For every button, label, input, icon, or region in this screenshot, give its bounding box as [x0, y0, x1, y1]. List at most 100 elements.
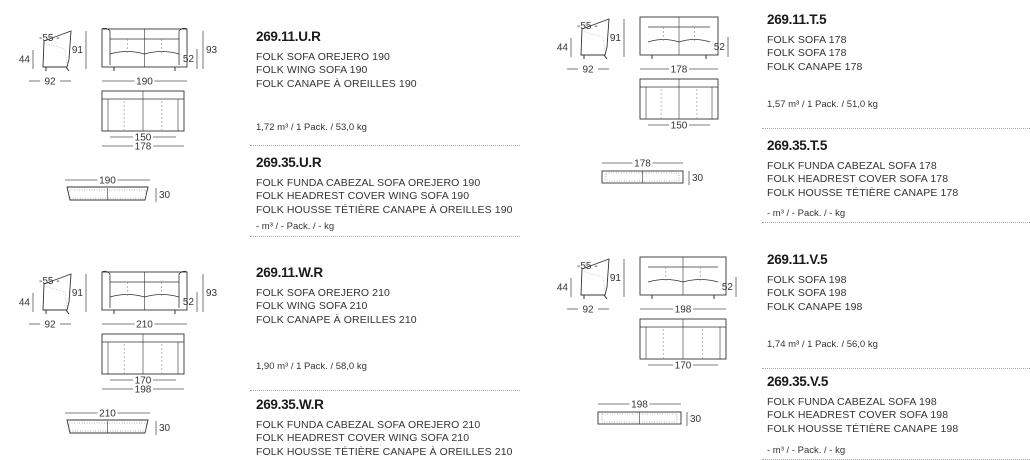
dimension-label: 52: [183, 297, 195, 308]
label-bg: [579, 64, 597, 74]
side-cushion: [43, 285, 68, 309]
top-view: 150: [639, 78, 719, 132]
dimension-label: 91: [72, 288, 84, 299]
separator: [250, 145, 520, 146]
dimension-label: 92: [44, 320, 56, 331]
product-name-line: FOLK SOFA 178: [767, 47, 847, 60]
product-name-line: FOLK SOFA OREJERO 210: [256, 287, 390, 299]
dimension-label: 92: [582, 305, 594, 316]
side-outline: [580, 18, 610, 56]
product-name-line: FOLK HOUSSE TÉTIÈRE CANAPE 198: [767, 422, 959, 435]
package-info: - m³ / - Pack. / - kg: [767, 208, 846, 219]
dimension-label: 92: [582, 65, 594, 76]
label-bg: [98, 408, 117, 418]
dimension-label: 150: [671, 121, 688, 132]
dimension-label: 44: [557, 283, 569, 294]
label-bg: [630, 399, 649, 409]
dimension-label: 93: [206, 45, 218, 56]
product-code: 269.35.U.R: [256, 155, 322, 170]
label-bg: [135, 76, 154, 86]
product-name-line: FOLK HOUSSE TÉTIÈRE CANAPE À OREILLES 19…: [256, 203, 513, 216]
label-bg: [98, 175, 117, 185]
product-name-line: FOLK HEADREST COVER WING SOFA 190: [256, 190, 470, 203]
product-name-line: FOLK CANAPE À OREILLES 190: [256, 77, 417, 90]
separator: [762, 128, 1030, 129]
side-outline: [42, 30, 72, 68]
package-info: 1,74 m³ / 1 Pack. / 56,0 kg: [767, 339, 878, 350]
side-cushion: [43, 42, 68, 66]
front-view: 190 52 93: [101, 27, 218, 88]
separator: [762, 368, 1030, 369]
dimension-label-seat-depth: -55 -: [39, 276, 60, 287]
label-bg: [674, 360, 692, 370]
side-outline: [580, 258, 610, 296]
dimension-label-seat-depth: -55 -: [577, 21, 598, 32]
product-name-line: FOLK FUNDA CABEZAL SOFA OREJERO 190: [256, 177, 481, 189]
label-bg: [674, 304, 692, 314]
dimension-label: 30: [159, 423, 171, 434]
dimension-label: 30: [690, 414, 702, 425]
product-name-line: FOLK HOUSSE TÉTIÈRE CANAPE 178: [767, 186, 959, 199]
dimension-label: 52: [722, 282, 734, 293]
dimension-label: 210: [99, 409, 116, 420]
dimension-label: 198: [675, 305, 692, 316]
product-code: 269.35.V.5: [767, 374, 829, 389]
separator: [250, 390, 520, 391]
package-info: - m³ / - Pack. / - kg: [767, 445, 846, 456]
front-view: 198 52: [639, 256, 737, 316]
top-view: 170: [639, 318, 727, 372]
dimension-label: 190: [136, 77, 153, 88]
label-bg: [41, 319, 59, 329]
product-name-line: FOLK SOFA 198: [767, 287, 847, 300]
product-code: 269.11.W.R: [256, 265, 323, 280]
product-code: 269.11.T.5: [767, 12, 827, 27]
dimension-label: 52: [183, 54, 195, 65]
product-name-line: FOLK CANAPE À OREILLES 210: [256, 313, 417, 326]
product-name-line: FOLK WING SOFA 210: [256, 300, 368, 313]
dimension-label: 52: [714, 42, 726, 53]
dimension-label: 170: [675, 361, 692, 372]
dimension-label: 44: [557, 43, 569, 54]
product-name-line: FOLK FUNDA CABEZAL SOFA 178: [767, 160, 937, 172]
dimension-label: 30: [692, 173, 704, 184]
headrest-cover-drawing-7: 198 30: [597, 399, 702, 426]
dimension-label: 198: [631, 400, 648, 411]
dimension-label: 178: [135, 142, 152, 153]
label-bg: [41, 76, 59, 86]
dimension-label: 198: [135, 385, 152, 396]
package-info: 1,72 m³ / 1 Pack. / 53,0 kg: [256, 122, 367, 133]
label-bg: [579, 304, 597, 314]
wing: [101, 27, 188, 65]
product-name-line: FOLK CANAPE 178: [767, 60, 863, 73]
product-entry: 269.35.U.R FOLK FUNDA CABEZAL SOFA OREJER…: [256, 155, 521, 232]
dimension-label: 190: [99, 176, 116, 187]
product-name-line: FOLK FUNDA CABEZAL SOFA 198: [767, 396, 937, 408]
dimension-label: 44: [19, 55, 31, 66]
dimension-label-seat-depth: -55 -: [39, 33, 60, 44]
side-cushion: [581, 270, 606, 294]
product-name-line: FOLK HEADREST COVER SOFA 198: [767, 409, 949, 422]
package-info: 1,57 m³ / 1 Pack. / 51,0 kg: [767, 99, 878, 110]
